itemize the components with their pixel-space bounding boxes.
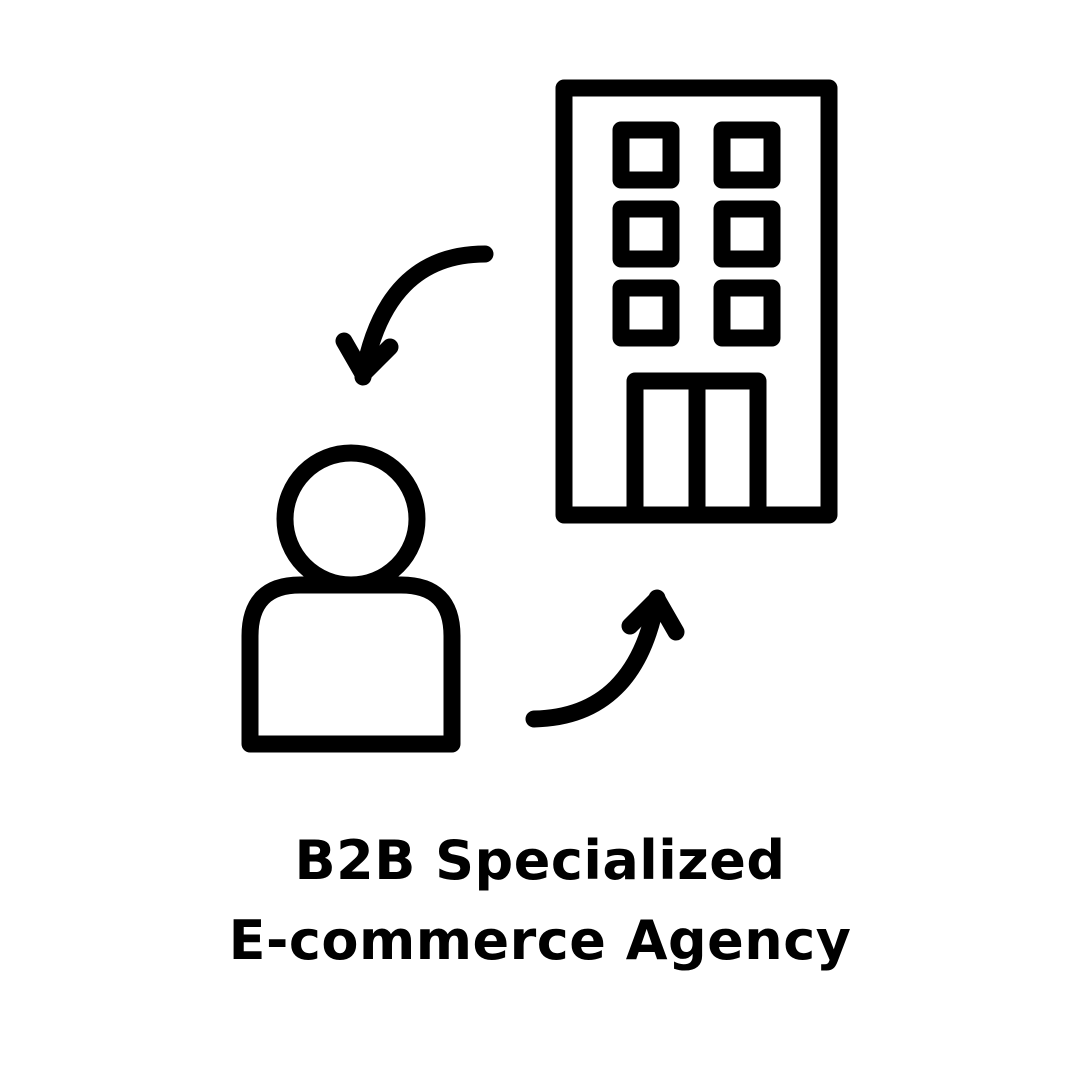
person-icon (241, 444, 461, 753)
building-window (612, 279, 680, 347)
curved-arrow-up-right-icon (525, 589, 685, 728)
person-body (241, 576, 461, 753)
arrow-curve (354, 245, 494, 386)
caption-line-1: B2B Specialized (294, 829, 786, 892)
building-window (713, 200, 781, 268)
arrow-head (621, 590, 685, 641)
caption-line-2: E-commerce Agency (228, 909, 852, 972)
building-window (713, 279, 781, 347)
building-window (612, 200, 680, 268)
arrow-head (335, 332, 399, 383)
curved-arrow-down-left-icon (335, 245, 494, 386)
building-window (713, 121, 781, 189)
building-window (612, 121, 680, 189)
arrow-curve (525, 589, 666, 728)
office-building-icon (555, 79, 838, 524)
b2b-illustration (241, 79, 838, 753)
person-head (276, 444, 426, 594)
